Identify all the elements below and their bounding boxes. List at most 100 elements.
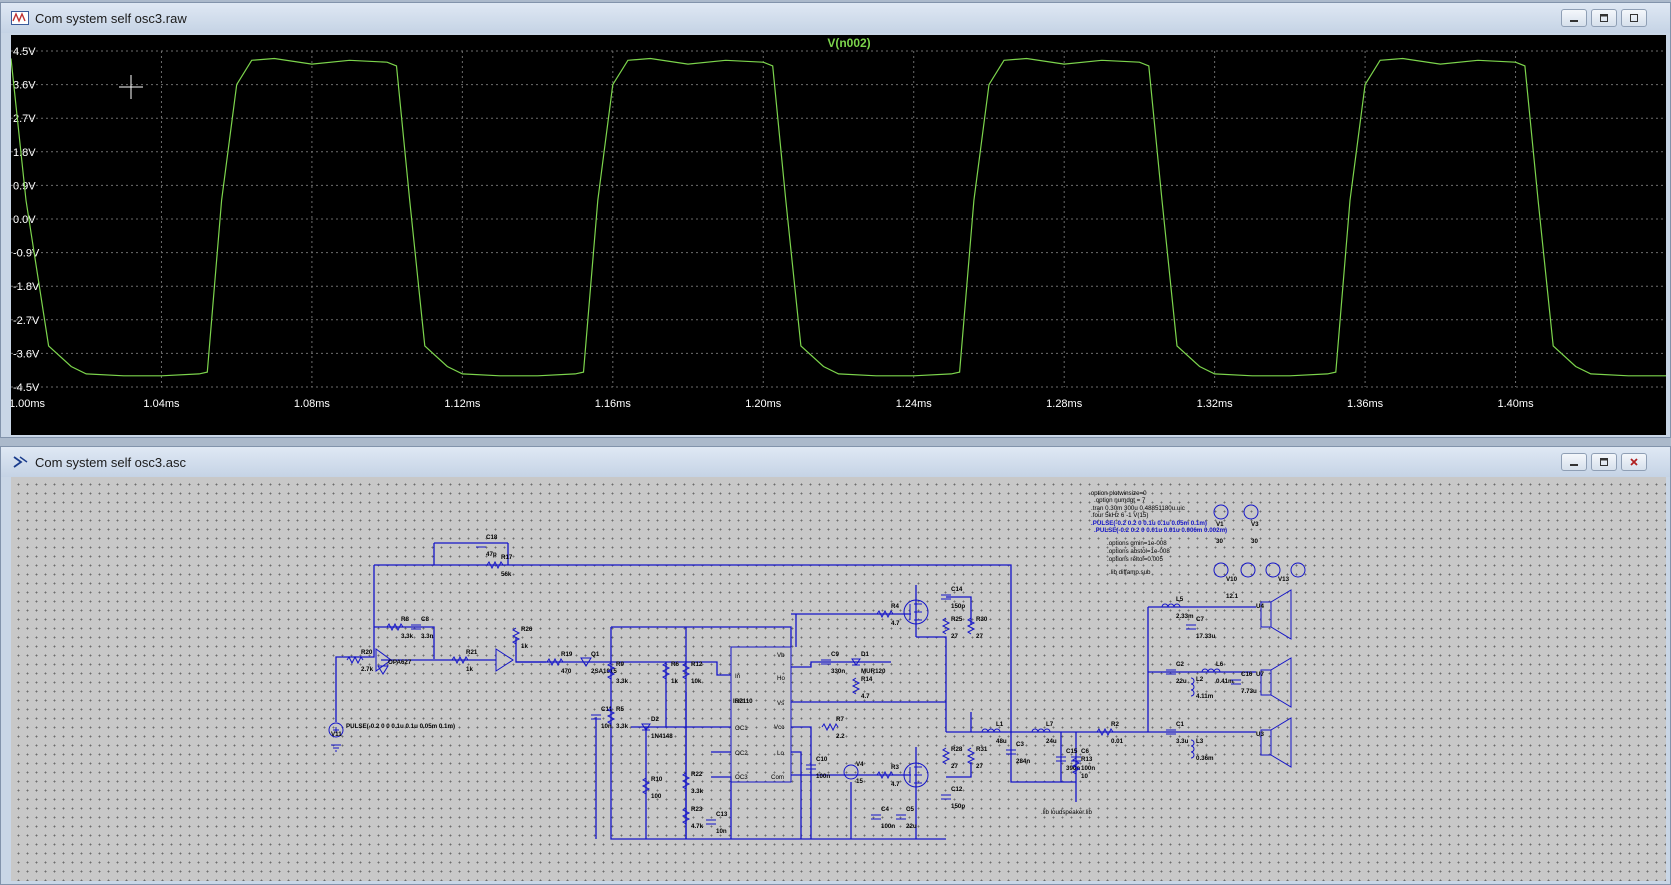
component-v11[interactable]: V11 xyxy=(331,731,342,738)
x-tick-label: 1.24ms xyxy=(896,398,933,410)
component-c8[interactable]: C83.3n xyxy=(411,616,434,640)
minimize-button[interactable] xyxy=(1561,453,1587,471)
component-ref: C15 xyxy=(1066,748,1078,755)
component-r9[interactable]: R93.3k xyxy=(606,661,629,685)
component-ref: OPA627 xyxy=(388,659,412,666)
minimize-icon xyxy=(1570,20,1578,22)
component-r4[interactable]: R44.7 xyxy=(876,603,900,627)
component-l5[interactable]: L52.33m xyxy=(1161,596,1194,620)
y-tick-label: 4.5V xyxy=(13,46,36,58)
speaker-u3[interactable] xyxy=(1260,717,1292,768)
x-tick-label: 1.20ms xyxy=(745,398,782,410)
mosfet-low-side[interactable] xyxy=(903,762,929,788)
schematic-canvas[interactable]: IR2110 In SD OC1 OC2 OC3 Vb Ho Vs Vcc Lo… xyxy=(11,477,1666,881)
component-v13[interactable]: V13 xyxy=(1278,576,1290,583)
component-r7[interactable]: R72.2 xyxy=(821,716,845,740)
mosfet-high-side[interactable] xyxy=(903,599,929,625)
component-l6[interactable]: L60.41m xyxy=(1201,661,1234,685)
component-value: 10n xyxy=(601,723,612,730)
component-opa627[interactable]: OPA627 xyxy=(377,659,412,675)
maximize-button[interactable] xyxy=(1621,9,1647,27)
trace-title[interactable]: V(n002) xyxy=(827,36,870,50)
component-u7[interactable]: U7 xyxy=(1256,671,1264,678)
restore-icon xyxy=(1600,458,1608,466)
speaker-u4[interactable] xyxy=(1260,589,1292,640)
waveform-plot[interactable]: 4.5V3.6V2.7V1.8V0.9V0.0V-0.9V-1.8V-2.7V-… xyxy=(11,35,1666,435)
y-tick-label: -2.7V xyxy=(13,315,40,327)
y-tick-label: -3.6V xyxy=(13,348,40,360)
component-u3[interactable]: U3 xyxy=(1256,731,1264,738)
y-tick-label: -4.5V xyxy=(13,382,40,394)
component-r8[interactable]: R83.3k xyxy=(386,616,414,640)
restore-button[interactable] xyxy=(1591,453,1617,471)
x-tick-label: 1.00ms xyxy=(11,398,46,410)
schematic-drawing[interactable]: IR2110 In SD OC1 OC2 OC3 Vb Ho Vs Vcc Lo… xyxy=(11,477,1666,881)
component-ref: V10 xyxy=(1226,576,1238,583)
component-l2[interactable]: L24.11m xyxy=(1190,676,1214,700)
component-value: 100n xyxy=(881,823,895,830)
component-r2[interactable]: R20.01 xyxy=(1096,721,1124,745)
component-u4[interactable]: U4 xyxy=(1256,603,1264,610)
component-value: 27 xyxy=(976,763,983,770)
component-c1[interactable]: C13.3u xyxy=(1166,721,1189,745)
waveform-titlebar[interactable]: Com system self osc3.raw xyxy=(1,3,1670,33)
ic-ir2110[interactable]: IR2110 In SD OC1 OC2 OC3 Vb Ho Vs Vcc Lo… xyxy=(730,646,792,783)
schematic-titlebar[interactable]: Com system self osc3.asc xyxy=(1,447,1670,477)
opamp-buffer[interactable] xyxy=(495,648,514,672)
directive-line: .options abstol=1e-008 xyxy=(1107,548,1170,555)
supply-sources[interactable] xyxy=(1213,504,1306,578)
minimize-button[interactable] xyxy=(1561,9,1587,27)
component-r3[interactable]: R34.7 xyxy=(876,764,900,788)
speaker-u7[interactable] xyxy=(1260,657,1292,708)
restore-button[interactable] xyxy=(1591,9,1617,27)
close-button[interactable] xyxy=(1621,453,1647,471)
component-value: 150p xyxy=(951,803,965,810)
component-r5[interactable]: R53.3k xyxy=(606,706,629,730)
source-v11[interactable] xyxy=(328,722,344,752)
spice-directives[interactable]: .option plotwinsize=0 .option numdgt = 7… xyxy=(1041,490,1227,816)
component-l3[interactable]: L30.36m xyxy=(1190,738,1214,762)
